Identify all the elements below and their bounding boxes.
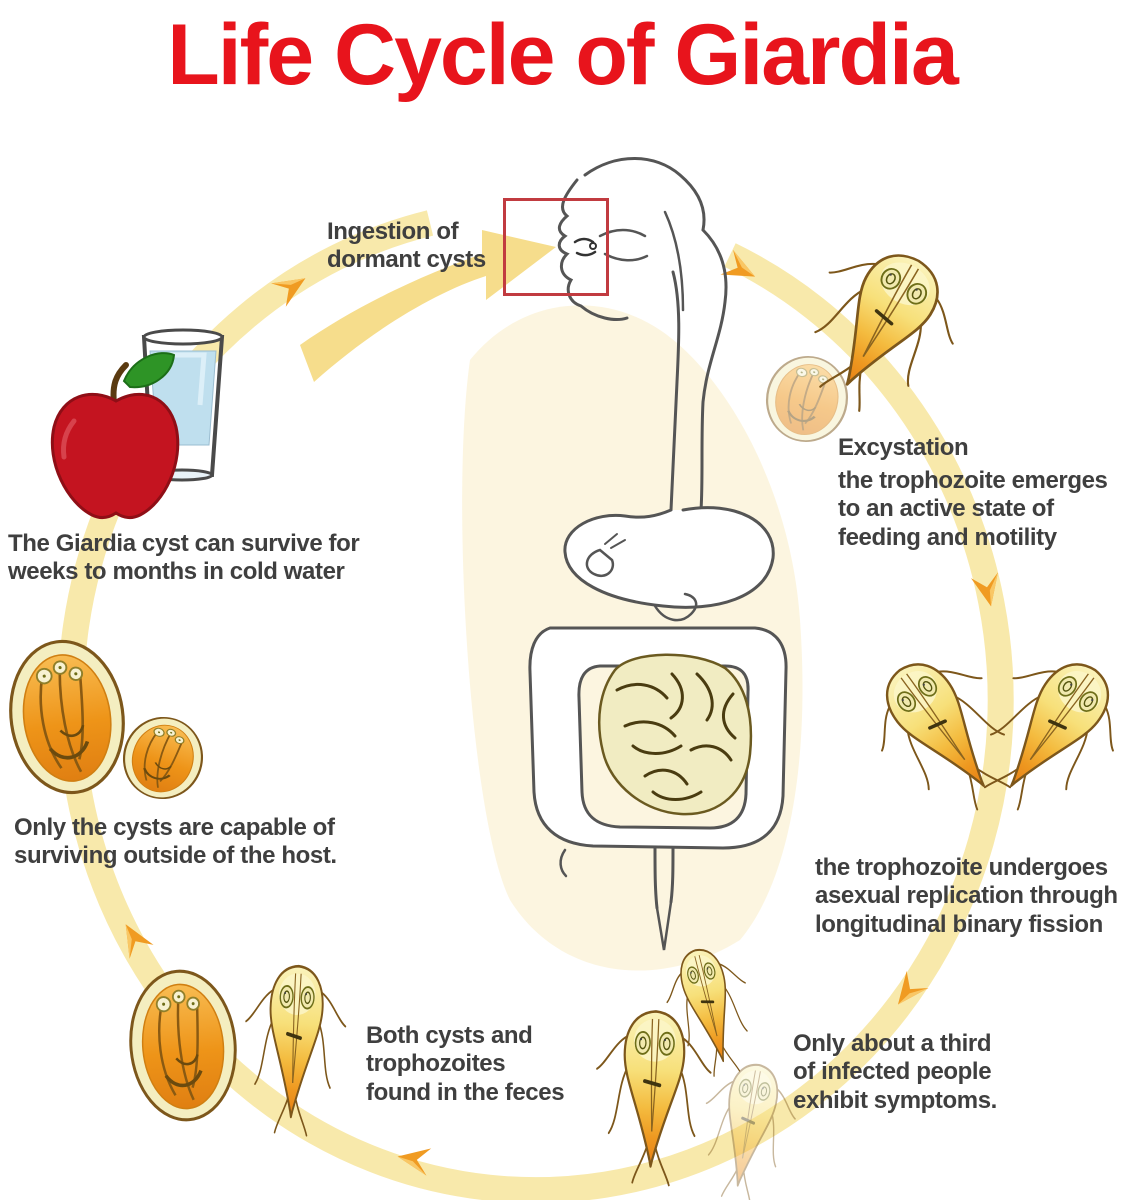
- caption-ingestion: Ingestion of dormant cysts: [327, 218, 486, 274]
- cycle-arrow-bottom: [387, 1138, 436, 1179]
- excystation-stage-name: Excystation: [838, 434, 969, 461]
- ingestion-arrow: [300, 230, 556, 382]
- excystation-stage-description: the trophozoite emerges to an active sta…: [838, 467, 1108, 551]
- digestive-tract-illustration: [528, 157, 788, 951]
- caption-feces: Both cysts and trophozoites found in the…: [366, 1022, 565, 1106]
- caption-cyst-survival: Only the cysts are capable of surviving …: [14, 814, 337, 870]
- caption-excystation: Excystation the trophozoite emerges to a…: [838, 434, 1108, 552]
- page-title: Life Cycle of Giardia: [167, 7, 959, 103]
- cyst-illustration-feces: [121, 964, 244, 1128]
- mouth-highlight-box: [503, 198, 609, 296]
- trophozoite-illustration-bottom-left: [237, 952, 352, 1142]
- caption-water-survival: The Giardia cyst can survive for weeks t…: [8, 530, 360, 586]
- caption-replication: the trophozoite undergoes asexual replic…: [815, 854, 1118, 938]
- caption-symptoms: Only about a third of infected people ex…: [793, 1030, 997, 1114]
- contaminated-food-water-illustration: [50, 328, 225, 520]
- apple-icon: [50, 352, 180, 520]
